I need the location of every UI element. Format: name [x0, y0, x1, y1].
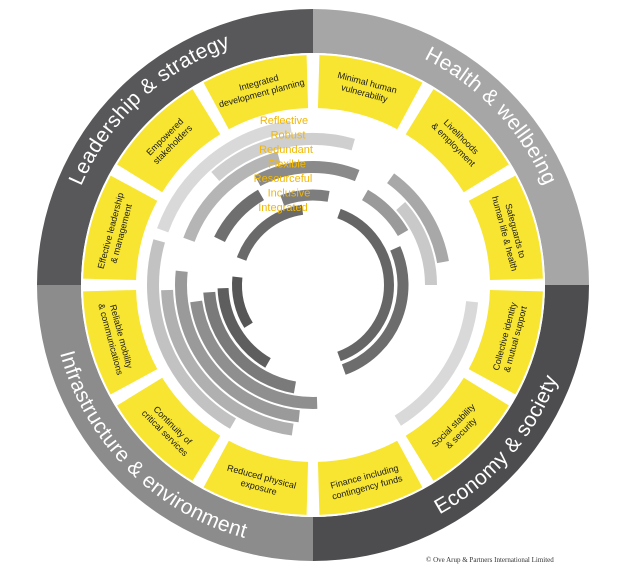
quality-label-reflective: Reflective — [260, 115, 308, 127]
quality-arc — [211, 133, 355, 181]
quality-label-flexible: Flexible — [268, 159, 306, 171]
quality-arc — [147, 239, 237, 429]
dimension-segment-leadership-strategy — [37, 9, 313, 285]
quality-arc — [236, 204, 304, 261]
goal-segment — [117, 377, 221, 481]
quality-arc — [217, 287, 271, 368]
quality-arc — [394, 301, 479, 426]
quality-arc — [183, 151, 281, 242]
copyright-notice: © Ove Arup & Partners International Limi… — [426, 556, 554, 564]
goal-segment — [117, 89, 221, 193]
dimension-segment-infrastructure-environment — [37, 285, 313, 561]
quality-arc — [214, 189, 265, 243]
goal-segment — [203, 55, 309, 130]
quality-arc — [280, 189, 330, 206]
goal-segment — [317, 440, 423, 515]
goal-segment — [83, 175, 158, 281]
goal-segment — [468, 175, 543, 281]
quality-label-inclusive: Inclusive — [268, 188, 311, 200]
goal-segment — [83, 289, 158, 395]
dimension-ring — [37, 9, 589, 561]
quality-arcs — [147, 120, 479, 436]
quality-arc — [386, 173, 449, 264]
goal-segment — [405, 89, 509, 193]
quality-arc — [175, 270, 300, 423]
quality-arc — [157, 120, 292, 233]
quality-arc — [341, 246, 409, 375]
goal-segment — [317, 55, 423, 130]
quality-arc — [396, 202, 437, 286]
quality-label-integrated: Integrated — [258, 202, 308, 214]
quality-arc — [361, 189, 409, 237]
goal-segment — [203, 440, 309, 515]
quality-label-resourceful: Resourceful — [254, 173, 313, 185]
goal-segment — [405, 377, 509, 481]
quality-arc — [337, 208, 394, 362]
dimension-segment-health-wellbeing — [313, 9, 589, 285]
quality-arc — [161, 289, 294, 436]
quality-arc — [232, 276, 253, 328]
goal-segment — [468, 289, 543, 395]
quality-label-redundant: Redundant — [259, 144, 313, 156]
quality-arc — [203, 291, 297, 394]
dimension-segment-economy-society — [313, 285, 589, 561]
quality-arc — [254, 161, 360, 187]
quality-arc — [190, 300, 318, 409]
quality-label-robust: Robust — [271, 130, 306, 142]
